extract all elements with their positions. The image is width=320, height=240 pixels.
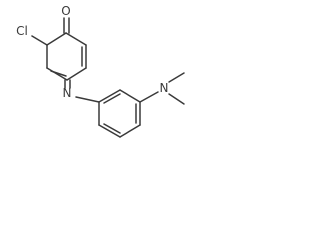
chloro-substituent: Cl [16,24,48,46]
bond-p2-p3 [119,89,141,103]
bond-c3-c4 [46,67,68,81]
bond-p5-p6 [98,124,121,138]
chlorine-atom-label: Cl [16,24,28,38]
chemical-structure-diagram: O Cl N N [16,4,185,138]
bond-n-aryl [75,96,100,103]
phenyl-ring [98,89,141,138]
imine-nitrogen-label: N [63,86,72,100]
amine-nitrogen-label: N [160,81,169,95]
bond-c4-c5 [66,67,87,81]
bond-p5-p6-double [103,123,121,134]
bond-c6-c1 [65,32,87,46]
bond-c3-c4-double [50,70,67,77]
imine-linker: N [63,79,100,103]
bond-aryl-n [139,91,159,103]
bond-c-cl [31,35,48,46]
dimethylamino-group: N [139,72,185,105]
quinone-ring [46,32,87,81]
bond-n-methyl-lower [168,93,185,105]
bond-c1-c2 [46,32,67,46]
bond-p4-p5 [119,124,141,138]
bond-p1-p2 [98,89,121,103]
oxygen-atom-label: O [61,4,70,18]
bond-p1-p2-double [103,93,121,104]
carbonyl-group: O [61,4,71,34]
bond-n-methyl-upper [168,72,185,83]
